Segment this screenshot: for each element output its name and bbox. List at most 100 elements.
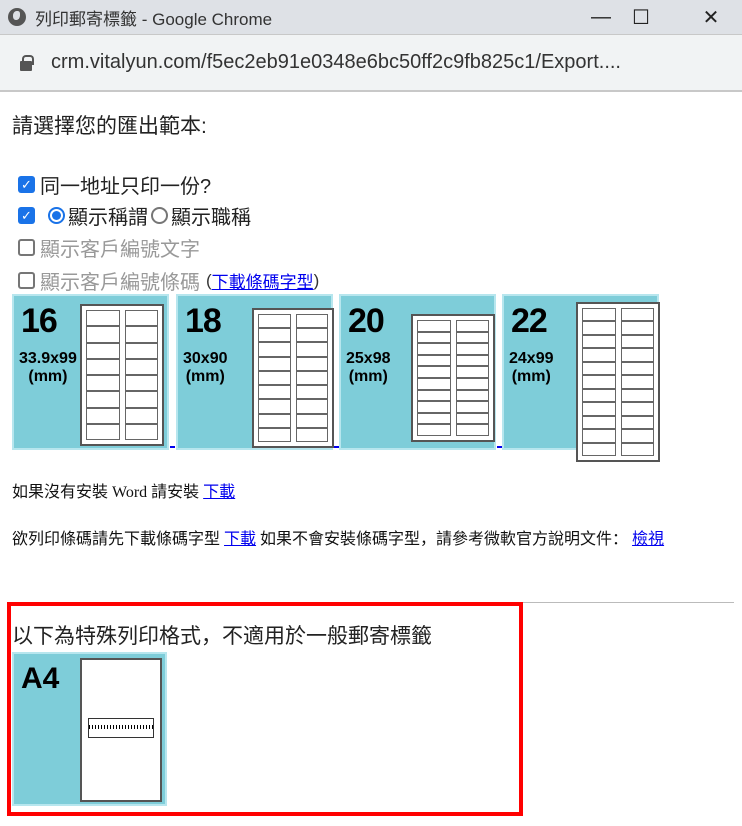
label-cell (455, 320, 489, 332)
template-count: 22 (511, 302, 548, 340)
label-cell (620, 361, 654, 376)
template-20[interactable]: 20 25x98(mm) (339, 294, 496, 450)
salutation-radio[interactable] (48, 207, 65, 224)
template-count: 16 (21, 302, 58, 340)
label-cell (620, 442, 654, 456)
label-cell (417, 354, 451, 367)
label-cell (124, 310, 158, 327)
address-bar[interactable]: crm.vitalyun.com/f5ec2eb91e0348e6bc50ff2… (0, 34, 742, 92)
template-size-unit: (mm) (185, 368, 225, 385)
label-sheet-preview (80, 304, 164, 446)
word-note-text: 如果沒有安裝 Word 請安裝 (12, 484, 204, 501)
label-cell (295, 370, 328, 386)
maximize-button[interactable]: ☐ (632, 6, 650, 29)
label-cell (455, 331, 489, 344)
label-cell (620, 429, 654, 443)
template-18[interactable]: 18 30x90(mm) (176, 294, 334, 450)
label-cell (582, 361, 616, 376)
link-underline[interactable] (334, 446, 339, 448)
label-cell (124, 423, 158, 440)
label-cell (258, 342, 291, 357)
label-cell (582, 375, 616, 389)
label-cell (620, 308, 654, 322)
label-cell (455, 343, 489, 355)
label-cell (417, 320, 451, 332)
download-barcode-font-link[interactable]: 下載條碼字型 (211, 273, 314, 292)
barcode-note: 欲列印條碼請先下載條碼字型 下載 如果不會安裝條碼字型，請參考微軟官方說明文件：… (12, 525, 732, 555)
view-docs-link[interactable]: 檢視 (632, 531, 665, 548)
globe-icon (8, 8, 26, 26)
label-cell (258, 356, 291, 371)
barcode-note-text2: 如果不會安裝條碼字型，請參考微軟官方說明文件： (256, 531, 633, 548)
link-underline[interactable] (170, 446, 175, 448)
template-22[interactable]: 22 24x99(mm) (502, 294, 660, 462)
label-cell (620, 375, 654, 389)
label-cell (258, 385, 291, 400)
label-cell (620, 321, 654, 335)
template-size: 25x98(mm) (346, 350, 391, 386)
close-button[interactable]: ✕ (702, 6, 720, 29)
link-underline[interactable] (497, 446, 502, 448)
template-16[interactable]: 16 33.9x99(mm) (12, 294, 169, 450)
label-cell (258, 370, 291, 386)
label-cell (86, 326, 120, 343)
barcode-note-text1: 欲列印條碼請先下載條碼字型 (12, 531, 225, 548)
label-cell (86, 342, 120, 359)
barcode-font-download-link[interactable]: 下載 (224, 531, 257, 548)
template-size-unit: (mm) (511, 368, 551, 385)
customer-no-barcode-checkbox[interactable] (18, 272, 35, 289)
label-cell (582, 388, 616, 403)
word-note: 如果沒有安裝 Word 請安裝 下載 (12, 478, 235, 508)
label-cell (124, 391, 158, 408)
label-cell (417, 424, 451, 436)
template-a4[interactable]: A4 (12, 652, 167, 806)
label-cell (295, 356, 328, 371)
template-size-unit: (mm) (28, 368, 68, 385)
label-cell (620, 415, 654, 430)
template-size-value: 33.9x99 (19, 350, 77, 367)
label-cell (295, 342, 328, 357)
window-title: 列印郵寄標籤 - Google Chrome (35, 9, 273, 29)
customer-no-text-option: 顯示客戶編號文字 (18, 233, 200, 262)
label-cell (455, 389, 489, 402)
same-address-checkbox[interactable]: ✓ (18, 176, 35, 193)
label-cell (455, 401, 489, 413)
label-cell (86, 375, 120, 392)
label-cell (417, 401, 451, 413)
label-cell (417, 331, 451, 344)
customer-no-barcode-label: 顯示客戶編號條碼 (40, 272, 200, 294)
label-cell (295, 413, 328, 428)
template-size: 24x99(mm) (509, 350, 554, 386)
template-size-value: 25x98 (346, 350, 391, 367)
label-cell (295, 328, 328, 343)
label-cell (124, 326, 158, 343)
label-cell (258, 314, 291, 329)
template-count: 18 (185, 302, 222, 340)
label-cell (86, 310, 120, 327)
label-cell (295, 399, 328, 414)
jobtitle-radio[interactable] (151, 207, 168, 224)
label-sheet-preview (411, 314, 495, 442)
label-cell (620, 348, 654, 362)
customer-no-text-checkbox[interactable] (18, 239, 35, 256)
label-cell (258, 413, 291, 428)
template-size-value: 24x99 (509, 350, 554, 367)
label-cell (582, 334, 616, 349)
label-cell (86, 391, 120, 408)
label-sheet-preview (252, 308, 334, 448)
page-heading: 請選擇您的匯出範本: (12, 115, 207, 138)
special-heading: 以下為特殊列印格式，不適用於一般郵寄標籤 (12, 625, 432, 648)
minimize-button[interactable]: — (591, 5, 611, 28)
customer-no-barcode-option: 顯示客戶編號條碼 ( 下載條碼字型 ) (18, 266, 319, 295)
show-title-checkbox[interactable]: ✓ (18, 207, 35, 224)
same-address-option: ✓ 同一地址只印一份? (18, 170, 211, 199)
label-cell (455, 424, 489, 436)
template-size: 30x90(mm) (183, 350, 228, 386)
label-cell (455, 366, 489, 378)
label-cell (295, 385, 328, 400)
jobtitle-label: 顯示職稱 (171, 207, 251, 229)
a4-sheet-preview (80, 658, 162, 802)
url-text[interactable]: crm.vitalyun.com/f5ec2eb91e0348e6bc50ff2… (51, 51, 621, 73)
word-download-link[interactable]: 下載 (203, 484, 236, 501)
label-cell (620, 388, 654, 403)
